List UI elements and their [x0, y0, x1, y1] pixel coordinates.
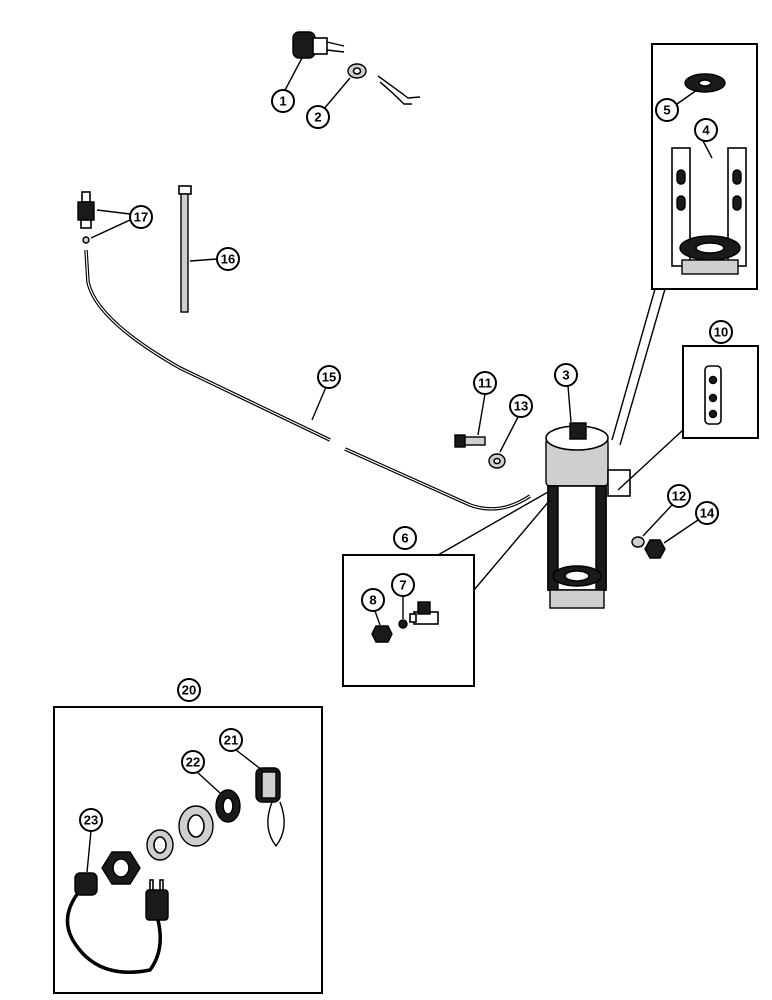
callout-5: 5 [655, 98, 679, 122]
callout-16: 16 [216, 247, 240, 271]
part-12-lock-washer [631, 536, 645, 548]
part-8-nut [371, 625, 393, 643]
callout-14: 14 [695, 501, 719, 525]
part-2-wire-leads [377, 75, 421, 105]
part-10-strap [704, 365, 722, 425]
part-22-gasket [215, 789, 241, 823]
svg-text:21: 21 [224, 733, 238, 748]
callout-7: 7 [391, 573, 415, 597]
part-13-washer [488, 453, 506, 469]
callout-12: 12 [667, 484, 691, 508]
callout-6: 6 [393, 526, 417, 550]
part-4-bracket [671, 147, 747, 275]
leader-17b [90, 219, 131, 239]
callout-23: 23 [79, 808, 103, 832]
leader-1 [283, 57, 303, 93]
callout-13: 13 [509, 394, 533, 418]
leader-inset-4-to-assembly [619, 288, 666, 446]
leader-13 [499, 416, 519, 453]
leader-16 [189, 258, 218, 262]
callout-22: 22 [181, 750, 205, 774]
leader-8 [374, 610, 381, 626]
svg-text:22: 22 [186, 755, 200, 770]
leader-17a [96, 209, 131, 215]
svg-text:3: 3 [562, 368, 569, 383]
svg-text:8: 8 [369, 593, 376, 608]
part-6-elbow-fitting [409, 601, 439, 625]
part-5-cap [684, 73, 726, 93]
leader-21 [235, 749, 263, 771]
part-7-ferrule [398, 619, 408, 629]
callout-10: 10 [709, 320, 733, 344]
part-21-connector [255, 767, 285, 848]
part-bushing [146, 829, 174, 861]
leader-inset-6-to-assembly-b [473, 499, 551, 591]
svg-text:1: 1 [279, 94, 286, 109]
svg-text:2: 2 [314, 110, 321, 125]
leader-14 [663, 519, 699, 544]
callout-2: 2 [306, 105, 330, 129]
part-15-tube [84, 249, 531, 511]
callout-11: 11 [473, 371, 497, 395]
svg-text:17: 17 [134, 210, 148, 225]
callout-4: 4 [694, 118, 718, 142]
part-1-switch [292, 31, 345, 59]
svg-text:4: 4 [702, 123, 710, 138]
svg-text:20: 20 [182, 683, 196, 698]
part-3-heater-assembly [545, 422, 631, 609]
part-11-bolt [454, 434, 486, 448]
svg-text:14: 14 [700, 506, 715, 521]
part-14-nut [644, 539, 666, 559]
part-2-nut [347, 63, 367, 79]
leader-5 [676, 89, 698, 105]
part-hex-nut [101, 851, 141, 885]
leader-2 [322, 77, 351, 111]
part-23-cord-plug [65, 872, 169, 974]
leader-inset-6-to-assembly [437, 491, 549, 556]
svg-text:10: 10 [714, 325, 728, 340]
callout-20: 20 [177, 678, 201, 702]
callout-8: 8 [361, 588, 385, 612]
svg-text:7: 7 [399, 578, 406, 593]
callout-1: 1 [271, 89, 295, 113]
part-collar [178, 805, 214, 847]
svg-text:5: 5 [663, 103, 670, 118]
callout-15: 15 [317, 365, 341, 389]
svg-text:23: 23 [84, 813, 98, 828]
part-16-cable-tie [178, 185, 192, 313]
svg-text:13: 13 [514, 399, 528, 414]
part-17-fitting [77, 191, 95, 244]
leader-11 [477, 393, 486, 436]
svg-text:16: 16 [221, 252, 235, 267]
inset-box-cord-kit [53, 706, 323, 994]
leader-3 [567, 385, 572, 423]
leader-23 [86, 830, 92, 873]
leader-22 [196, 771, 221, 794]
leader-15 [311, 386, 327, 421]
leader-12 [642, 504, 673, 537]
callout-17: 17 [129, 205, 153, 229]
leader-inset-10-to-assembly [617, 429, 684, 491]
leader-inset-4-to-assembly-b [611, 288, 656, 441]
svg-text:12: 12 [672, 489, 686, 504]
callout-3: 3 [554, 363, 578, 387]
svg-text:6: 6 [401, 531, 408, 546]
svg-text:11: 11 [478, 376, 492, 391]
leader-4 [701, 138, 713, 159]
svg-text:15: 15 [322, 370, 336, 385]
callout-21: 21 [219, 728, 243, 752]
